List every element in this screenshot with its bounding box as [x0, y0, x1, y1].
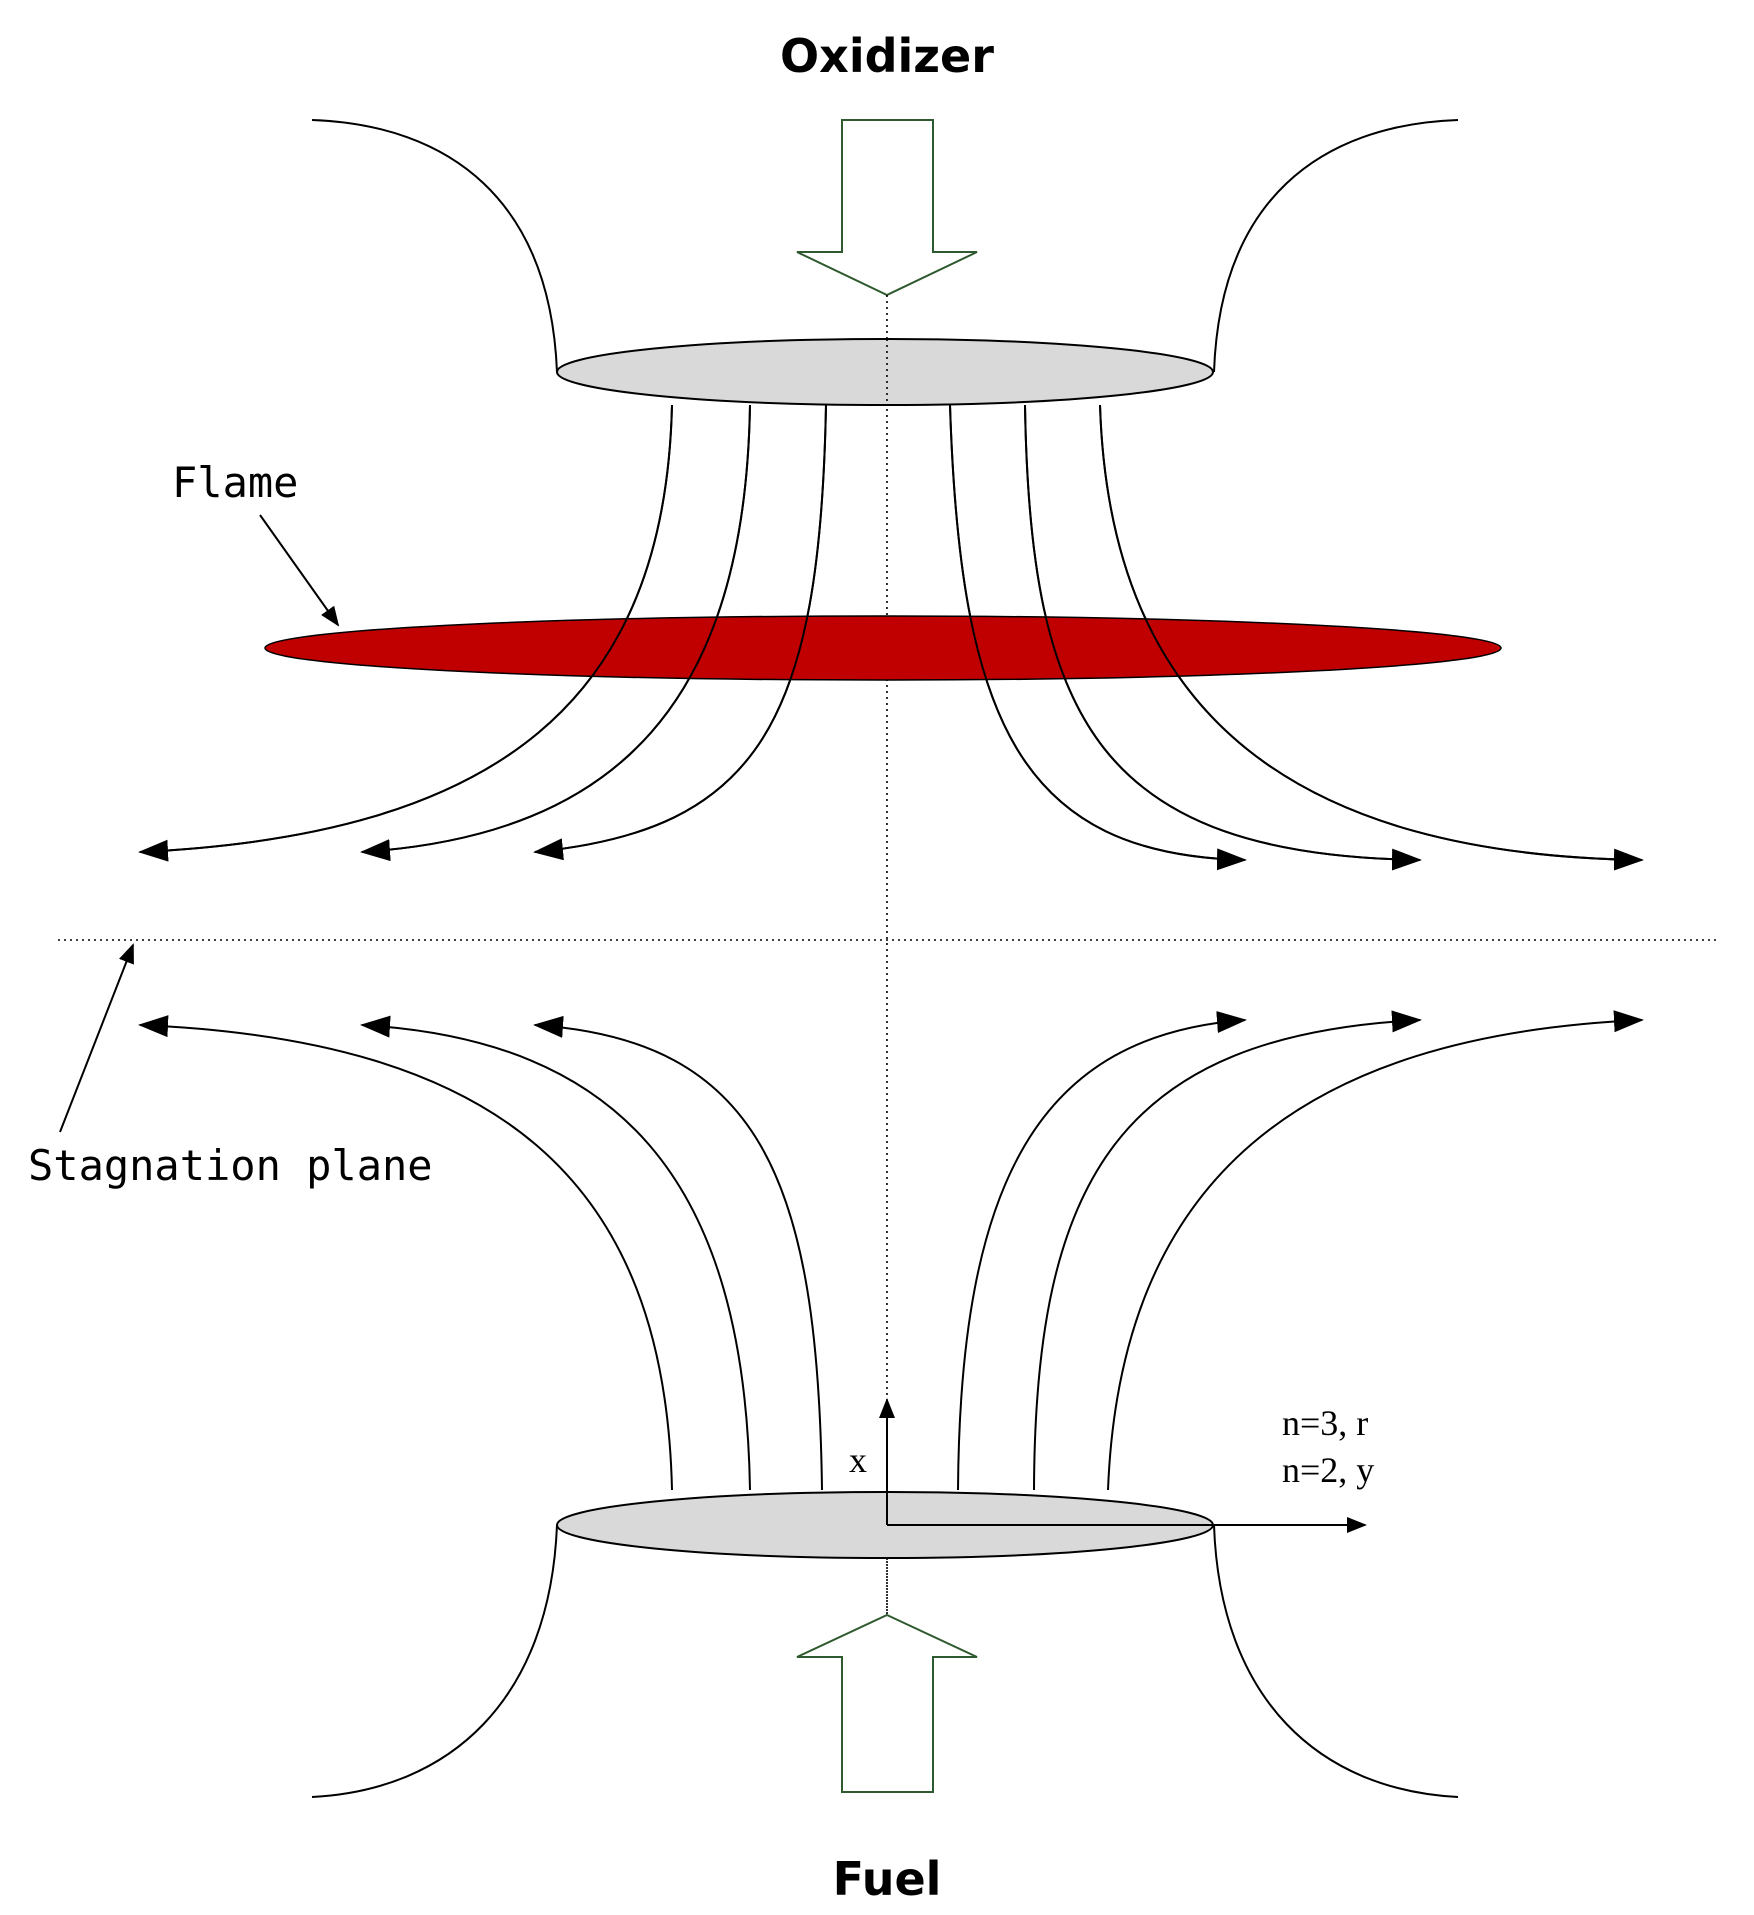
flame-sheet: [264, 615, 1502, 681]
streamline: [360, 1015, 751, 1491]
r-axis-label: n=3, r: [1282, 1403, 1368, 1443]
bottom-left-nozzle-wall: [311, 1524, 558, 1798]
flame-pointer: [259, 514, 340, 627]
fuel-label: Fuel: [833, 1852, 942, 1906]
streamline: [1107, 1010, 1644, 1491]
top-left-nozzle-wall: [311, 119, 558, 373]
flame-label: Flame: [172, 458, 298, 507]
stagnation-plane-label: Stagnation plane: [28, 1141, 433, 1190]
streamline: [533, 1015, 823, 1491]
y-axis-label: n=2, y: [1282, 1450, 1374, 1490]
stagnation-plane-pointer: [59, 943, 134, 1133]
streamline: [1033, 1010, 1422, 1491]
streamline: [138, 1015, 673, 1491]
fuel-inflow-arrow: [796, 1613, 978, 1793]
oxidizer-inflow-arrow: [796, 119, 978, 297]
top-right-nozzle-wall: [1213, 119, 1459, 373]
oxidizer-nozzle-exit: [556, 338, 1214, 406]
x-axis-label: x: [849, 1440, 867, 1480]
bottom-streamlines: [138, 1010, 1644, 1491]
streamline: [957, 1011, 1247, 1491]
bottom-right-nozzle-wall: [1213, 1524, 1459, 1798]
top-streamlines-overlay: [139, 404, 1643, 861]
oxidizer-label: Oxidizer: [780, 29, 994, 83]
